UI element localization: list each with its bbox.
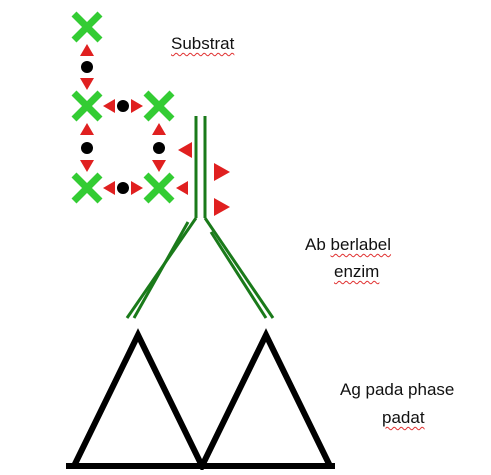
red-triangle-arrow-icon [152,123,166,135]
x-cross-icon [71,11,103,43]
x-cross-icon [143,90,175,122]
red-triangle-arrow-icon [80,123,94,135]
ab-label-line2: enzim [334,263,379,280]
red-triangle-arrow-icon [103,181,115,195]
antibody-left-arm-inner [132,221,190,319]
black-dot-icon [81,61,93,73]
x-cross-icon [143,172,175,204]
substrate-complex [71,11,188,204]
antigen-zigzag [71,328,333,473]
substrate-crosses [71,11,175,204]
enzim-text: enzim [334,262,380,281]
antigen-solid-phase [66,328,335,473]
berlabel-text: berlabel [330,235,392,254]
padat-text: padat [382,408,425,427]
enzyme-labelled-antibody [125,116,275,319]
stem-arrows [178,142,230,216]
x-cross-icon [71,90,103,122]
ab-label-line1: Ab berlabel [305,236,391,253]
red-triangle-arrow-icon [178,142,192,158]
ag-label-line1: Ag pada phase [340,381,454,398]
red-triangle-arrow-icon [152,160,166,172]
red-triangle-arrow-icon [80,78,94,90]
substrat-label: Substrat [171,35,234,52]
red-triangle-arrow-icon [214,198,230,216]
black-dot-icon [81,142,93,154]
black-dot-icon [153,142,165,154]
antibody-right-arm-inner [209,231,268,319]
substrate-dots [81,61,165,194]
black-dot-icon [117,100,129,112]
ag-label-line2: padat [382,409,425,426]
red-triangle-arrow-icon [214,163,230,181]
red-triangle-arrow-icon [131,181,143,195]
black-dot-icon [117,182,129,194]
red-triangle-arrow-icon [176,181,188,195]
x-cross-icon [71,172,103,204]
antibody-right-arm-outer [203,217,275,319]
substrat-text: Substrat [171,34,235,53]
ab-text: Ab [305,235,326,254]
red-triangle-arrow-icon [103,99,115,113]
ag-text: Ag pada phase [340,380,455,399]
red-triangle-arrow-icon [80,44,94,56]
red-triangle-arrow-icon [131,99,143,113]
red-triangle-arrow-icon [80,160,94,172]
substrate-arrows [80,44,188,195]
